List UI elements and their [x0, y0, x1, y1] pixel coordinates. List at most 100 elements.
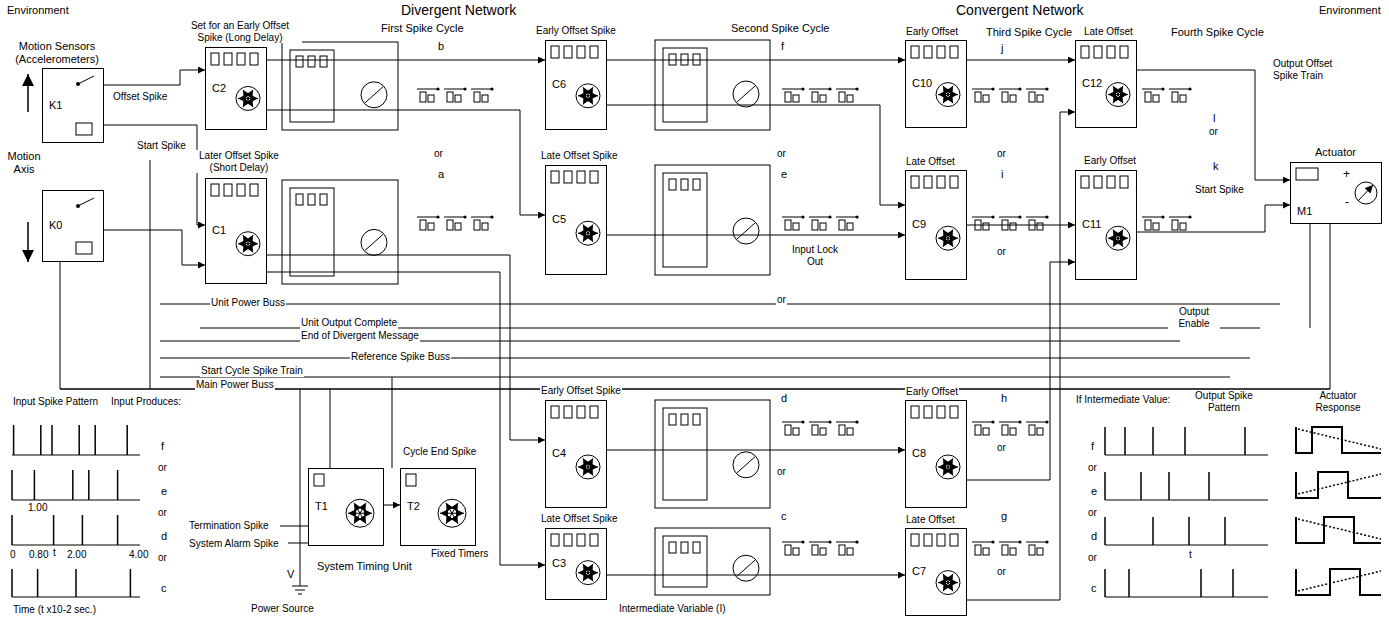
threshold-circle	[936, 571, 960, 595]
diagram-label: 2.00	[66, 549, 87, 561]
circuit-unit-box: C7	[905, 528, 967, 616]
spike-unit	[474, 92, 480, 102]
neuron-unit	[655, 528, 770, 595]
spike-unit-wire	[782, 422, 802, 423]
spoke-arrow	[943, 583, 948, 592]
diagram-label: Input Produces:	[110, 396, 182, 408]
junction-dot	[991, 215, 994, 218]
diagram-label: c	[780, 510, 788, 523]
spike-unit	[669, 414, 676, 425]
diagram-label: or	[776, 466, 787, 478]
spike-unit	[681, 414, 688, 425]
unit-id: K0	[48, 219, 63, 232]
spike-unit	[577, 406, 585, 418]
junction-dot	[1161, 215, 1164, 218]
junction-dot	[463, 215, 466, 218]
spike-unit	[1002, 425, 1008, 435]
diagram-label: i	[1000, 168, 1004, 181]
spoke-arrow	[440, 513, 452, 514]
diagram-label: or	[776, 148, 787, 160]
junction-dot	[436, 87, 439, 90]
spike-unit	[681, 179, 688, 190]
spoke-arrow	[583, 233, 588, 242]
spoke-arrow	[583, 467, 588, 476]
spike-unit	[785, 545, 791, 555]
diagram-label: Output Spike Pattern	[1190, 390, 1258, 413]
circuit-unit-box: C12	[1075, 40, 1137, 128]
spike-unit-wire	[1142, 89, 1162, 90]
circuit-unit-box: T1	[308, 468, 384, 546]
spike-unit-wire	[999, 89, 1019, 90]
diagram-label: e	[780, 168, 788, 181]
spike-unit	[482, 95, 488, 102]
threshold-circle	[936, 455, 960, 479]
spoke-arrow	[583, 573, 588, 582]
input-spike	[34, 470, 36, 500]
motor-needle	[1358, 185, 1373, 201]
spoke-arrow	[360, 513, 366, 523]
spoke-arrow	[583, 96, 588, 105]
diagram-label: Power Source	[250, 603, 315, 615]
diagram-label: c	[160, 582, 168, 595]
spoke-arrow	[938, 94, 948, 95]
spike-unit	[847, 223, 853, 230]
circuit-wire	[330, 389, 331, 468]
spike-unit	[590, 46, 598, 58]
spike-unit	[1010, 548, 1016, 555]
spoke-arrow	[948, 95, 953, 104]
spoke-arrow	[243, 90, 248, 99]
spoke-arrow	[243, 244, 248, 253]
spike-unit	[669, 179, 676, 190]
spike-unit	[1081, 176, 1089, 188]
signal-wire	[607, 235, 905, 236]
spike-unit	[924, 406, 932, 418]
diagram-label: d	[1090, 530, 1098, 543]
spike-unit-wire	[782, 89, 802, 90]
neuron-subunit	[663, 536, 707, 587]
spike-unit	[564, 406, 572, 418]
spike-unit	[1180, 95, 1186, 102]
spoke-arrow	[1108, 94, 1118, 95]
spoke-arrow	[583, 87, 588, 96]
spike-unit	[250, 184, 258, 196]
circuit-wire	[280, 526, 308, 527]
spike-unit-wire	[809, 217, 829, 218]
spoke-arrow	[354, 513, 360, 523]
threshold-circle	[346, 499, 374, 527]
integrator-needle	[737, 86, 755, 102]
spoke-arrow	[588, 225, 593, 234]
spike-unit	[1010, 223, 1016, 230]
spike-unit	[785, 92, 791, 102]
input-spike	[11, 470, 13, 500]
diagram-label: First Spike Cycle	[380, 22, 465, 35]
spike-unit	[308, 56, 315, 67]
integrator-circle	[733, 81, 759, 107]
spoke-arrow	[948, 238, 953, 247]
unit-id: C10	[911, 77, 933, 90]
spoke-arrow	[943, 467, 948, 476]
signal-wire	[104, 125, 205, 225]
diagram-label: Motion Sensors (Accelerometers)	[3, 40, 111, 65]
circuit-wire	[1310, 224, 1311, 328]
spike-unit	[1120, 176, 1128, 188]
spoke-arrow	[583, 458, 588, 467]
diagram-label: t	[52, 547, 57, 559]
spike-unit	[447, 92, 453, 102]
unit-id: C11	[1081, 218, 1102, 231]
junction-dot	[855, 420, 858, 423]
spoke-arrow	[1118, 86, 1123, 95]
junction-dot	[1018, 215, 1021, 218]
spoke-arrow	[588, 233, 593, 242]
spoke-arrow	[943, 230, 948, 239]
neuron-unit	[655, 165, 770, 275]
diagram-label: or	[776, 294, 787, 306]
spike-unit-wire	[972, 217, 992, 218]
motion-arrow	[27, 222, 29, 262]
spoke-arrow	[1118, 238, 1123, 247]
output-spike	[1168, 472, 1170, 500]
diagram-label: Start Spike	[1194, 184, 1245, 196]
diagram-label: Intermediate Variable (I)	[618, 603, 727, 615]
motion-arrow	[27, 74, 29, 112]
circuit-unit-box: C3	[545, 528, 607, 600]
diagram-label: h	[1000, 392, 1008, 405]
